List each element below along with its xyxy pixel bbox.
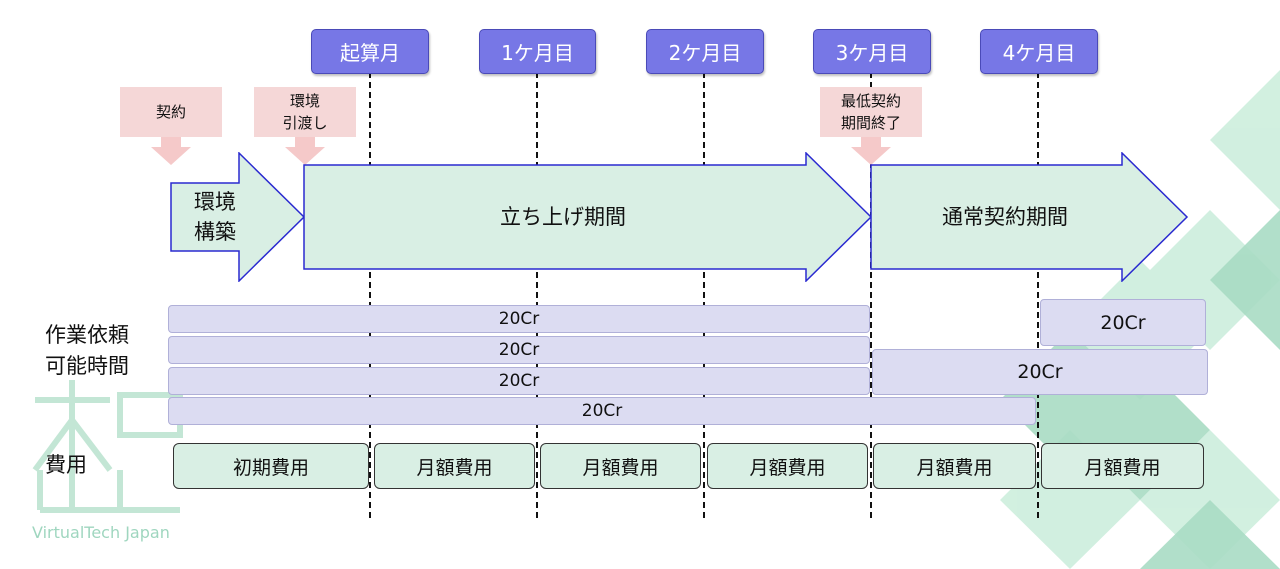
phase-build-arrow: 環境 構築 xyxy=(170,151,306,283)
logo-text: VirtualTech Japan xyxy=(32,523,170,542)
work-hours-label-line1: 作業依頼 xyxy=(45,323,129,347)
cost-item-monthly: 月額費用 xyxy=(540,443,701,489)
month-header-4: 4ケ月目 xyxy=(980,29,1098,74)
cost-item-monthly: 月額費用 xyxy=(1041,443,1204,489)
work-hours-bar: 20Cr xyxy=(168,367,870,395)
milestone-minimum-line2: 期間終了 xyxy=(840,114,901,132)
month-divider xyxy=(1037,72,1039,518)
work-hours-bar: 20Cr xyxy=(168,336,870,364)
month-divider xyxy=(703,72,705,518)
phase-startup-label: 立ち上げ期間 xyxy=(500,205,626,229)
down-arrow-icon xyxy=(851,137,891,165)
down-arrow-icon xyxy=(151,137,191,165)
phase-build-line2: 構築 xyxy=(194,220,236,244)
milestone-contract-label: 契約 xyxy=(155,103,186,121)
month-divider xyxy=(870,72,872,518)
month-divider xyxy=(369,72,371,518)
month-header-2: 2ケ月目 xyxy=(646,29,764,74)
milestone-minimum-line1: 最低契約 xyxy=(840,92,901,110)
work-hours-label-line2: 可能時間 xyxy=(45,354,129,378)
milestone-handover: 環境 引渡し xyxy=(254,87,356,165)
phase-build-line1: 環境 xyxy=(194,190,236,214)
cost-item-monthly: 月額費用 xyxy=(873,443,1036,489)
month-header-1: 1ケ月目 xyxy=(479,29,596,74)
milestone-minimum-term: 最低契約 期間終了 xyxy=(820,87,922,165)
cost-item-monthly: 月額費用 xyxy=(374,443,535,489)
month-divider xyxy=(536,72,538,518)
work-hours-bar: 20Cr xyxy=(872,349,1208,395)
work-hours-bar: 20Cr xyxy=(1040,299,1206,346)
cost-label: 費用 xyxy=(45,453,87,477)
cost-item-monthly: 月額費用 xyxy=(707,443,868,489)
work-hours-label: 作業依頼 可能時間 xyxy=(45,320,129,382)
work-hours-bar: 20Cr xyxy=(168,305,870,333)
milestone-handover-line2: 引渡し xyxy=(282,114,328,132)
phase-normal-label: 通常契約期間 xyxy=(942,205,1068,229)
phase-normal-arrow: 通常契約期間 xyxy=(870,151,1190,283)
month-header-3: 3ケ月目 xyxy=(813,29,931,74)
month-header-start: 起算月 xyxy=(311,29,429,74)
work-hours-bar: 20Cr xyxy=(168,397,1036,425)
down-arrow-icon xyxy=(285,137,325,165)
milestone-handover-line1: 環境 xyxy=(289,92,320,110)
milestone-contract: 契約 xyxy=(120,87,222,165)
phase-startup-arrow: 立ち上げ期間 xyxy=(303,151,873,283)
cost-item-initial: 初期費用 xyxy=(173,443,369,489)
